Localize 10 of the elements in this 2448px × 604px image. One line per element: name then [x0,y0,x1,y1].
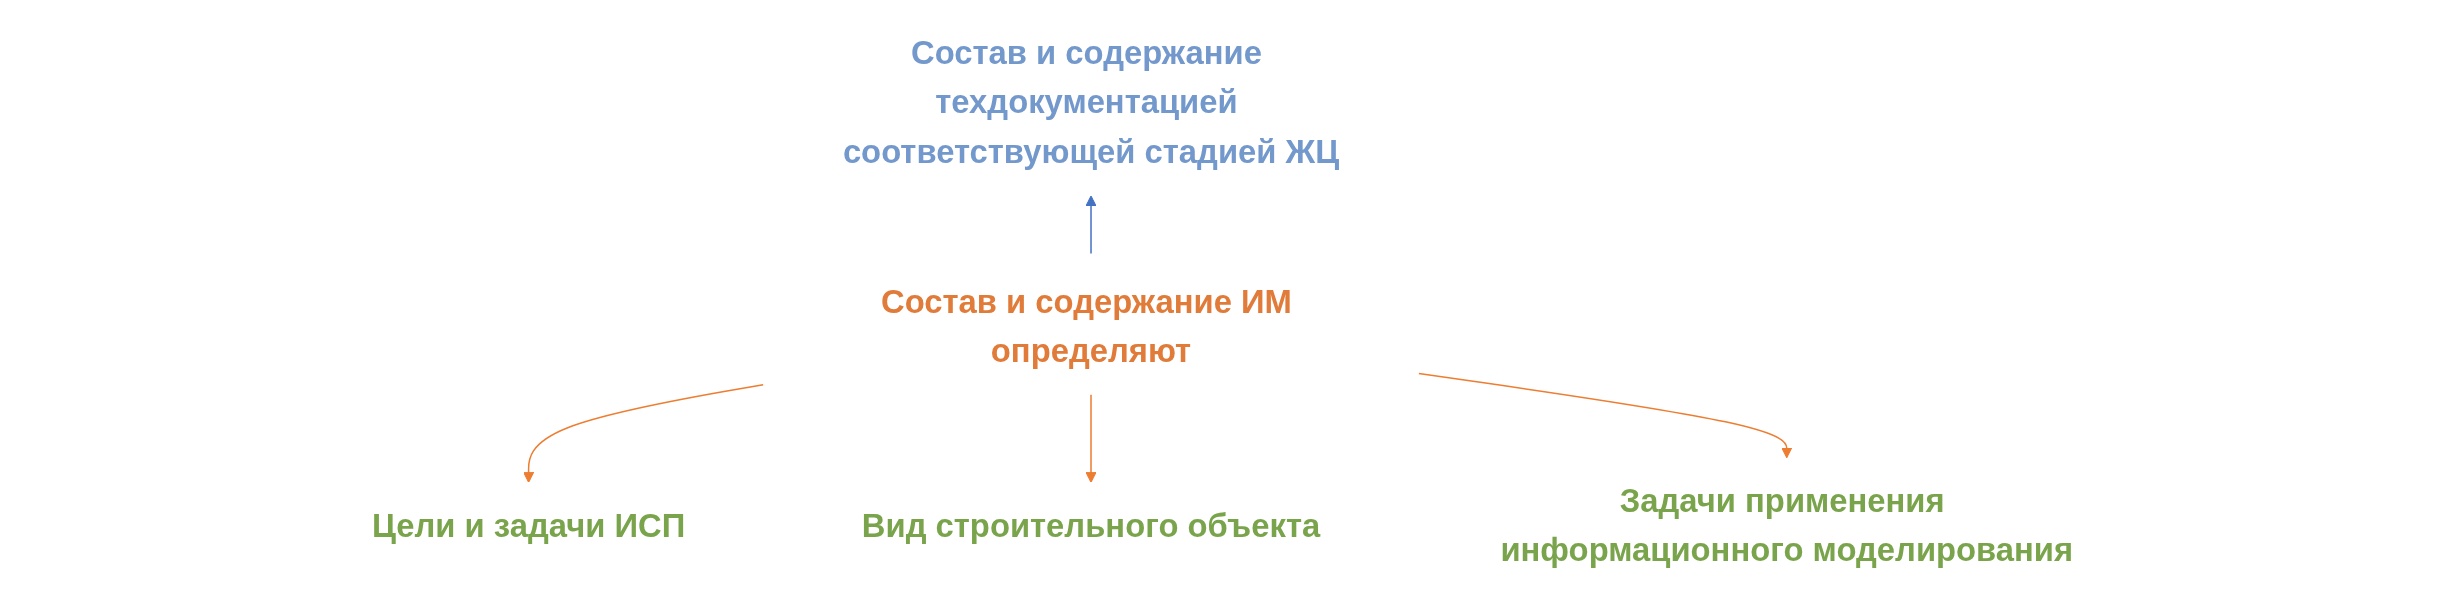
node-text: Состав и содержание ИМ определяют [880,282,1292,370]
node-text: Задачи применения информационного моделирования [1500,481,2073,569]
arrow [522,383,764,483]
arrow [1417,372,1792,459]
flowchart-diagram: Состав и содержание техдокументацией соответствующей стадией ЖЦ Состав и содержание ИМ определяют Цели и задачи ИСП Вид строительного объекта Задачи применения информационного моделирования [323,0,2125,604]
node-text: Состав и содержание техдокументацией соответствующей стадией ЖЦ [842,34,1339,171]
arrow [1085,195,1097,255]
node-text: Вид строительного объекта [861,506,1320,545]
node-text: Цели и задачи ИСП [371,506,685,545]
arrow [1085,393,1097,483]
